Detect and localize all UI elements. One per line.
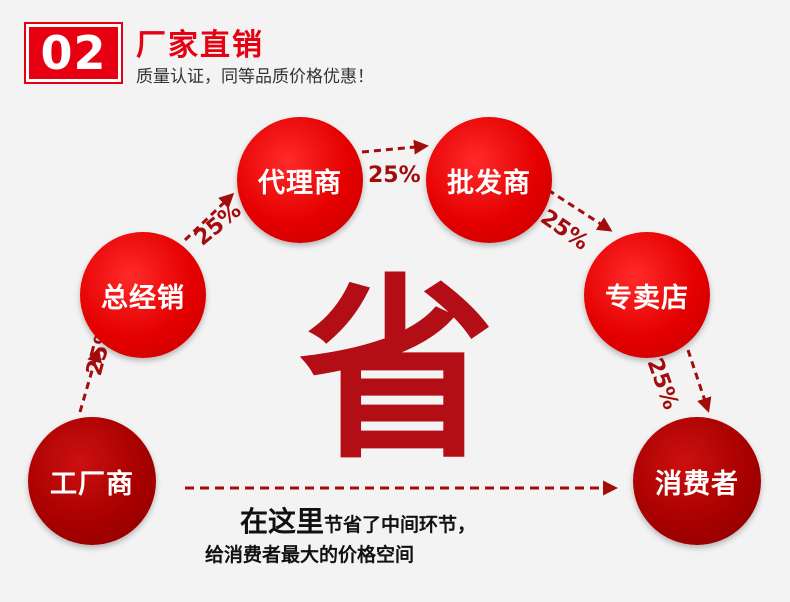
arrow-general-to-agent bbox=[183, 192, 235, 242]
header-title: 厂家直销 bbox=[136, 28, 264, 63]
node-general-distributor: 总经销 bbox=[80, 232, 206, 358]
bottom-caption-line2: 给消费者最大的价格空间 bbox=[205, 544, 415, 566]
markup-label-agent-wholesale: 25% bbox=[368, 163, 421, 188]
node-consumer: 消费者 bbox=[633, 417, 761, 545]
node-wholesaler: 批发商 bbox=[426, 117, 552, 243]
bottom-caption-line1: 在这里节省了中间环节， bbox=[240, 500, 476, 540]
node-factory: 工厂商 bbox=[28, 417, 156, 545]
bottom-emphasis: 在这里 bbox=[240, 505, 325, 538]
bottom-rest: 节省了中间环节， bbox=[324, 514, 477, 536]
node-agent: 代理商 bbox=[237, 117, 363, 243]
arrow-store-to-consumer bbox=[686, 349, 712, 413]
arrow-agent-to-wholesale bbox=[361, 139, 429, 155]
header-subtitle: 质量认证，同等品质价格优惠！ bbox=[136, 67, 374, 87]
node-store: 专卖店 bbox=[584, 232, 710, 358]
arrow-factory-to-general bbox=[78, 347, 102, 413]
header-number-badge: 02 bbox=[26, 24, 121, 82]
arrow-wholesale-to-store bbox=[547, 188, 613, 232]
save-character: 省 bbox=[298, 258, 495, 486]
